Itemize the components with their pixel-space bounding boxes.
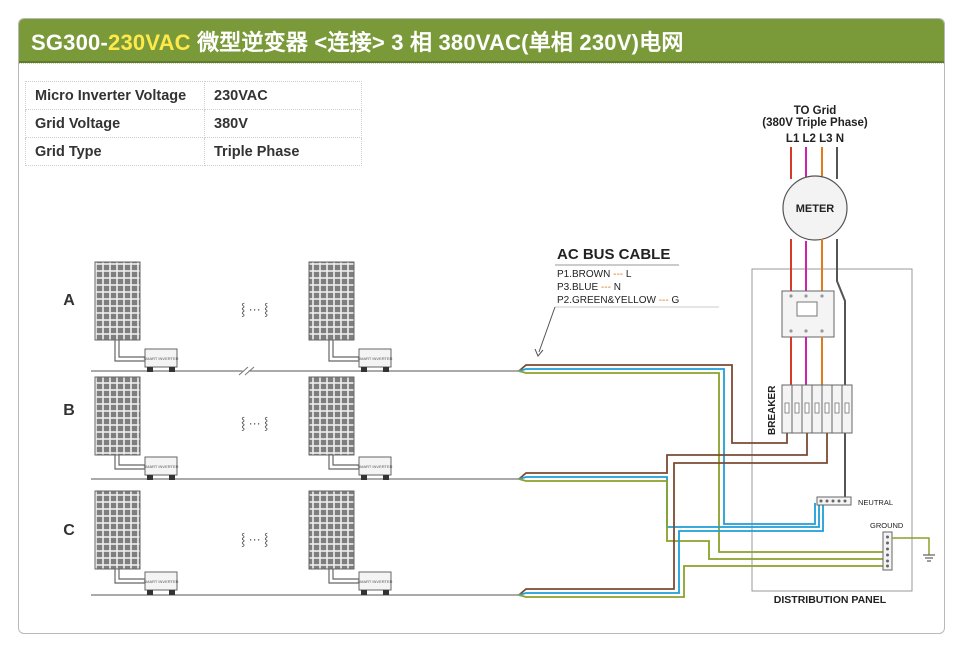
neutral-label: NEUTRAL	[858, 498, 893, 507]
spec-label: Grid Type	[25, 137, 205, 166]
wire-role: G	[669, 295, 680, 306]
meter-label: METER	[796, 203, 835, 215]
solar-panel	[94, 376, 145, 470]
row-b-cable	[518, 432, 885, 560]
grid-title: TO Grid	[794, 105, 837, 117]
solar-string-a: SMART INVERTER ⸾ ··· ⸾ SMART INVERTER	[91, 261, 519, 377]
wiring-diagram: A B C SMART INVERTER ⸾ ··· ⸾	[63, 105, 935, 606]
row-c-cable	[518, 432, 885, 598]
inverter-text: SMART INVERTER	[357, 579, 392, 584]
solar-panel	[94, 490, 145, 584]
panel-label: DISTRIBUTION PANEL	[774, 594, 887, 606]
micro-inverter: SMART INVERTER	[357, 456, 393, 480]
solar-string-c: SMART INVERTER ⸾ ··· ⸾ SMART INVERTER	[91, 490, 519, 596]
neutral-bar	[816, 496, 852, 506]
inverter-text: SMART INVERTER	[143, 464, 178, 469]
row-label-a: A	[63, 292, 75, 309]
grid-phases: L1 L2 L3 N	[786, 133, 844, 145]
micro-inverter: SMART INVERTER	[143, 348, 179, 372]
wire-dash: ---	[659, 295, 669, 306]
title-bar: SG300-230VAC 微型逆变器 <连接> 3 相 380VAC(单相 23…	[19, 19, 944, 63]
string-ellipsis: ⸾ ··· ⸾	[241, 416, 268, 431]
ac-bus-legend: AC BUS CABLE P1.BROWN --- L P3.BLUE --- …	[534, 246, 719, 357]
row-label-c: C	[63, 522, 75, 539]
inverter-text: SMART INVERTER	[357, 356, 392, 361]
micro-inverter: SMART INVERTER	[143, 571, 179, 595]
string-ellipsis: ⸾ ··· ⸾	[241, 302, 268, 317]
wire-role: N	[611, 282, 621, 293]
spec-row: Grid Type Triple Phase	[25, 137, 362, 166]
wire-dash: ---	[613, 269, 623, 280]
title-prefix: SG300-	[31, 30, 109, 55]
ground-label: GROUND	[870, 521, 904, 530]
title-accent: 230VAC	[108, 30, 191, 55]
inverter-text: SMART INVERTER	[143, 579, 178, 584]
wire-role: L	[623, 269, 632, 280]
earth-ground-icon	[923, 554, 935, 562]
inverter-text: SMART INVERTER	[357, 464, 392, 469]
solar-panel	[308, 261, 359, 362]
solar-panel	[308, 376, 359, 470]
solar-panel	[308, 490, 359, 584]
ac-bus-line: P1.BROWN --- L	[557, 269, 632, 280]
ac-bus-line: P3.BLUE --- N	[557, 282, 621, 293]
row-a-cable	[518, 364, 885, 553]
row-label-b: B	[63, 402, 75, 419]
ground-bar	[882, 531, 893, 571]
ac-bus-line: P2.GREEN&YELLOW --- G	[557, 295, 679, 306]
distribution-panel	[751, 268, 913, 592]
spec-value: 230VAC	[204, 81, 362, 110]
ac-bus-title: AC BUS CABLE	[557, 246, 670, 263]
micro-inverter: SMART INVERTER	[357, 571, 393, 595]
dotted-divider	[19, 63, 944, 66]
spec-table: Micro Inverter Voltage 230VAC Grid Volta…	[25, 81, 362, 166]
page-title: SG300-230VAC 微型逆变器 <连接> 3 相 380VAC(单相 23…	[31, 25, 684, 57]
meter: METER	[782, 175, 848, 241]
wire-dash: ---	[601, 282, 611, 293]
main-switch	[781, 290, 835, 338]
grid-subtitle: (380V Triple Phase)	[762, 117, 868, 129]
wire-name: P2.GREEN&YELLOW	[557, 295, 659, 306]
wire-name: P3.BLUE	[557, 282, 601, 293]
solar-panel	[94, 261, 145, 362]
micro-inverter: SMART INVERTER	[357, 348, 393, 372]
breaker-label: BREAKER	[767, 385, 778, 435]
string-ellipsis: ⸾ ··· ⸾	[241, 532, 268, 547]
spec-row: Grid Voltage 380V	[25, 109, 362, 138]
micro-inverter: SMART INVERTER	[143, 456, 179, 480]
title-rest: 微型逆变器 <连接> 3 相 380VAC(单相 230V)电网	[190, 30, 684, 55]
inverter-text: SMART INVERTER	[143, 356, 178, 361]
diagram-frame: SG300-230VAC 微型逆变器 <连接> 3 相 380VAC(单相 23…	[18, 18, 945, 634]
breaker-block	[781, 384, 853, 434]
spec-value: 380V	[204, 109, 362, 138]
wire-name: P1.BROWN	[557, 269, 613, 280]
spec-value: Triple Phase	[204, 137, 362, 166]
spec-label: Grid Voltage	[25, 109, 205, 138]
solar-string-b: SMART INVERTER ⸾ ··· ⸾ SMART INVERTER	[91, 376, 519, 480]
